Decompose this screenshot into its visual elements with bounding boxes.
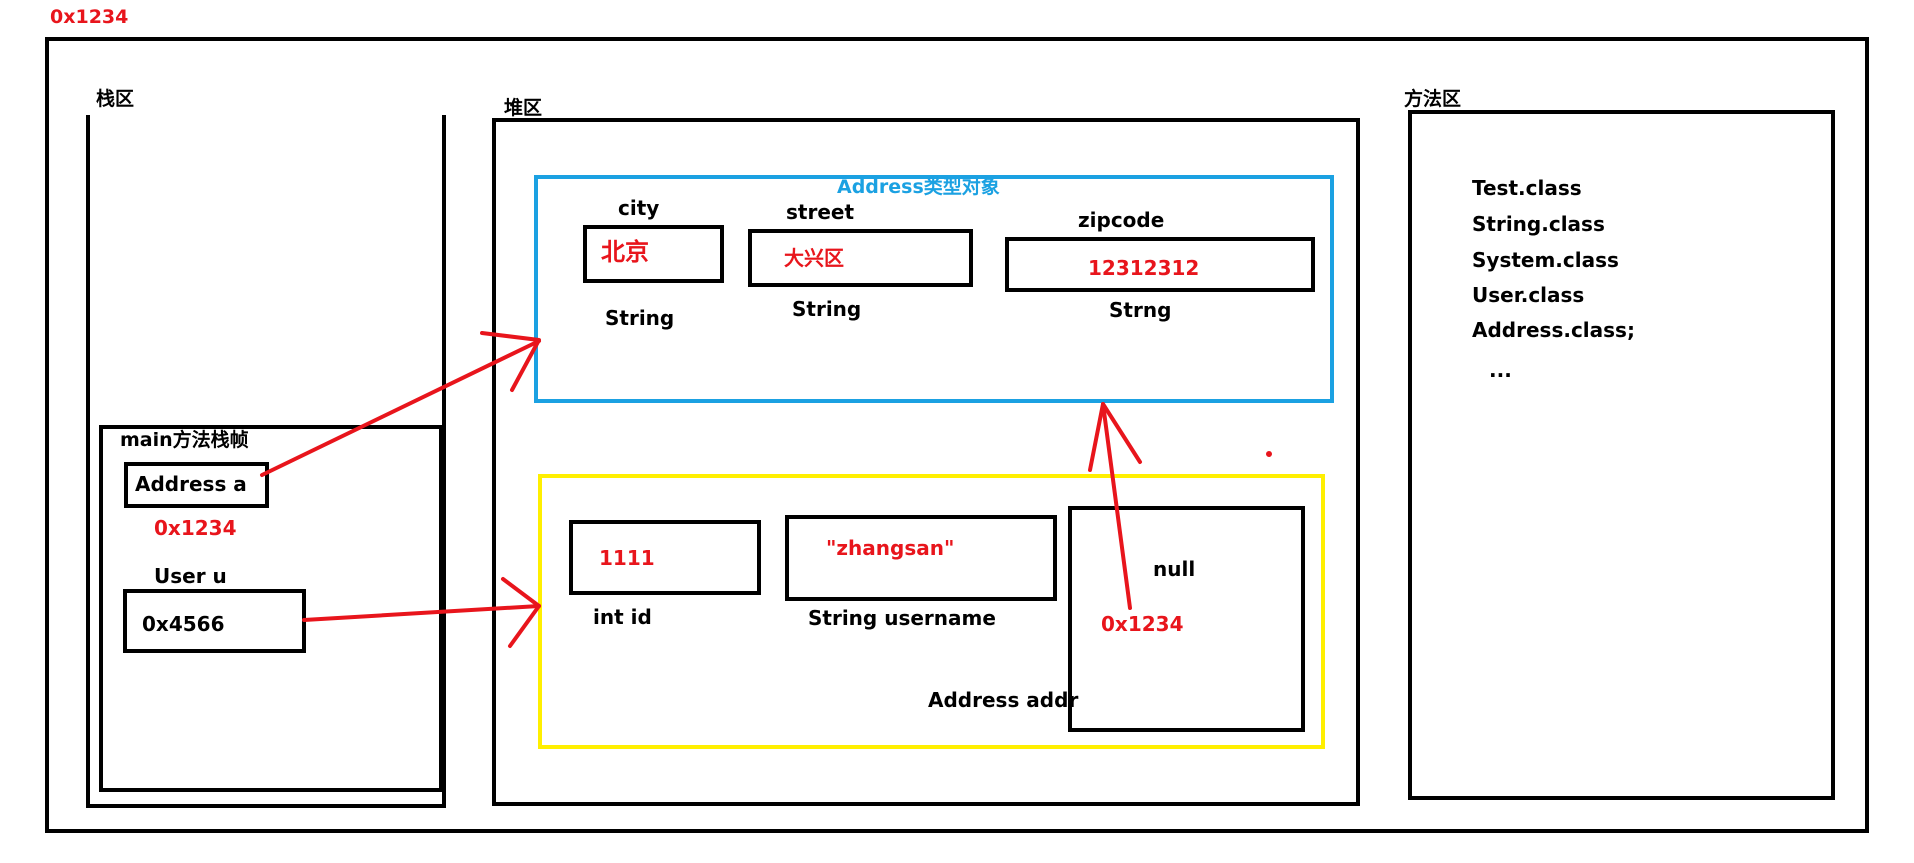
memory-outer-frame [45, 37, 1869, 833]
field-zipcode-value: 12312312 [1088, 256, 1200, 280]
user-object-box [538, 474, 1325, 749]
field-username-value: "zhangsan" [826, 536, 955, 560]
method-area-box [1408, 110, 1835, 800]
class-list-item: String.class [1472, 212, 1605, 236]
address-a-value: 0x1234 [154, 516, 237, 540]
field-zipcode-type: Strng [1109, 298, 1172, 322]
field-addr-ref-value: 0x1234 [1101, 612, 1184, 636]
address-a-label: Address a [135, 472, 247, 496]
class-list-item: Address.class; [1472, 318, 1635, 342]
arrow-head-addr [1088, 402, 1142, 472]
top-address-label: 0x1234 [50, 6, 129, 28]
arrow-user-u-to-object [302, 604, 541, 622]
arrow-addr-to-address-object [1101, 402, 1132, 610]
field-city-box [583, 225, 724, 283]
arrow-address-a-to-object [260, 339, 541, 477]
field-addr-box [1068, 506, 1305, 732]
field-zipcode-box [1005, 237, 1315, 292]
address-object-box [534, 175, 1334, 403]
field-username-box [785, 515, 1057, 601]
stack-right-wall [442, 115, 446, 807]
class-list-item: Test.class [1472, 176, 1582, 200]
stack-left-wall [86, 115, 90, 807]
field-city-value: 北京 [601, 238, 649, 266]
class-list-item: System.class [1472, 248, 1619, 272]
field-id-box [569, 520, 761, 595]
red-dot-mark [1266, 451, 1272, 457]
field-addr-value: null [1153, 557, 1196, 581]
field-street-box [748, 229, 973, 287]
heap-area-title: 堆区 [504, 97, 543, 119]
user-u-label: User u [154, 564, 227, 588]
address-a-variable-box [124, 462, 269, 508]
field-id-label: int id [593, 605, 652, 629]
method-area-title: 方法区 [1404, 88, 1462, 110]
stack-bottom-wall [86, 804, 446, 808]
field-city-name: city [618, 196, 660, 220]
arrow-head-user-object [501, 577, 541, 648]
field-username-label: String username [808, 606, 996, 630]
user-u-value: 0x4566 [142, 612, 225, 636]
field-addr-label: Address addr [928, 688, 1079, 712]
field-street-value: 大兴区 [784, 246, 844, 270]
field-zipcode-name: zipcode [1078, 208, 1165, 232]
class-list-item: ... [1489, 358, 1512, 382]
main-frame-title: main方法栈帧 [120, 429, 249, 451]
class-list-item: User.class [1472, 283, 1585, 307]
main-stack-frame [99, 425, 443, 792]
address-object-title: Address类型对象 [837, 176, 1000, 198]
heap-area-box [492, 118, 1360, 806]
arrow-head-address-object [480, 331, 541, 392]
field-id-value: 1111 [599, 546, 655, 570]
field-street-type: String [792, 297, 862, 321]
stack-area-title: 栈区 [96, 88, 135, 110]
field-city-type: String [605, 306, 675, 330]
field-street-name: street [786, 200, 855, 224]
